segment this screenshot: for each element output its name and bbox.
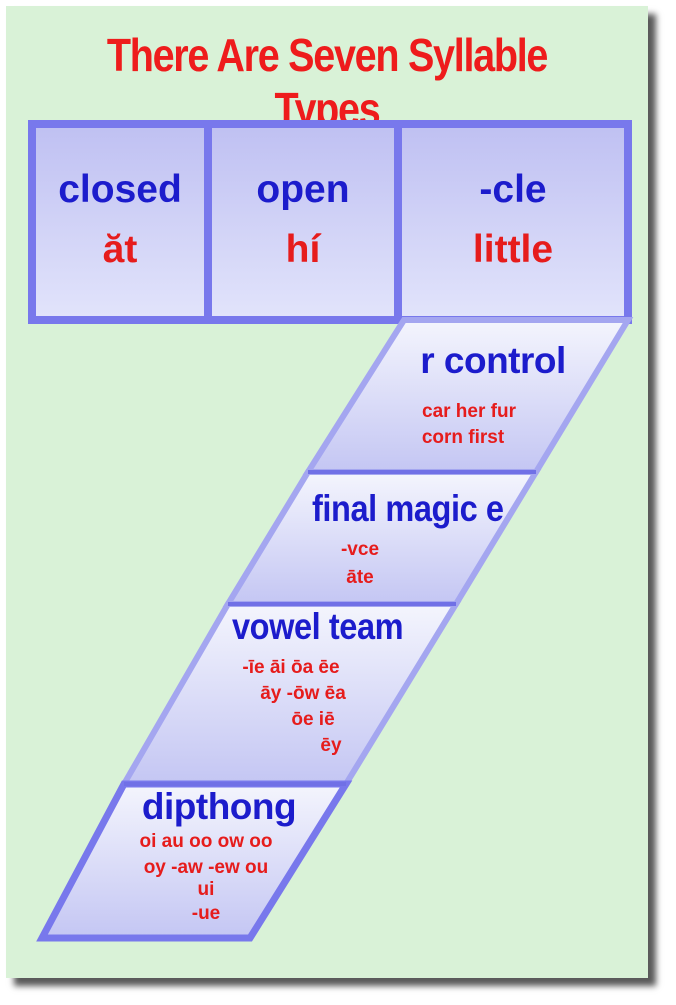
example-vowel-team-1: -īe āi ōa ēe — [242, 657, 340, 678]
example-cle: little — [472, 228, 554, 271]
label-open: open — [256, 168, 350, 211]
example-dipthong-4: -ue — [191, 903, 221, 924]
cell-closed — [28, 120, 212, 324]
example-r-control-2: corn first — [421, 427, 505, 448]
example-final-magic-e-1: -vce — [340, 539, 380, 560]
label-cle: -cle — [479, 168, 547, 211]
example-dipthong-3: ui — [197, 879, 215, 900]
cell-cle — [394, 120, 632, 324]
seven-shape — [28, 120, 634, 942]
label-dipthong: dipthong — [141, 786, 297, 827]
label-vowel-team: vowel team — [232, 606, 404, 647]
example-final-magic-e-2: āte — [346, 567, 374, 588]
label-closed: closed — [58, 168, 182, 211]
poster-title: There Are Seven Syllable Types — [106, 29, 549, 135]
label-r-control: r control — [420, 340, 566, 381]
poster: There Are Seven Syllable Types closed ăt — [6, 6, 648, 978]
example-vowel-team-2: āy -ōw ēa — [260, 683, 346, 704]
example-vowel-team-3: ōe iē — [291, 709, 335, 730]
example-dipthong-2: oy -aw -ew ou — [143, 857, 269, 878]
cell-open — [204, 120, 402, 324]
example-r-control-1: car her fur — [422, 401, 516, 422]
example-dipthong-1: oi au oo ow oo — [139, 831, 273, 852]
label-final-magic-e: final magic e — [312, 488, 504, 529]
example-closed: ăt — [102, 228, 138, 271]
example-vowel-team-4: ēy — [320, 735, 342, 756]
example-open: hí — [285, 228, 321, 271]
